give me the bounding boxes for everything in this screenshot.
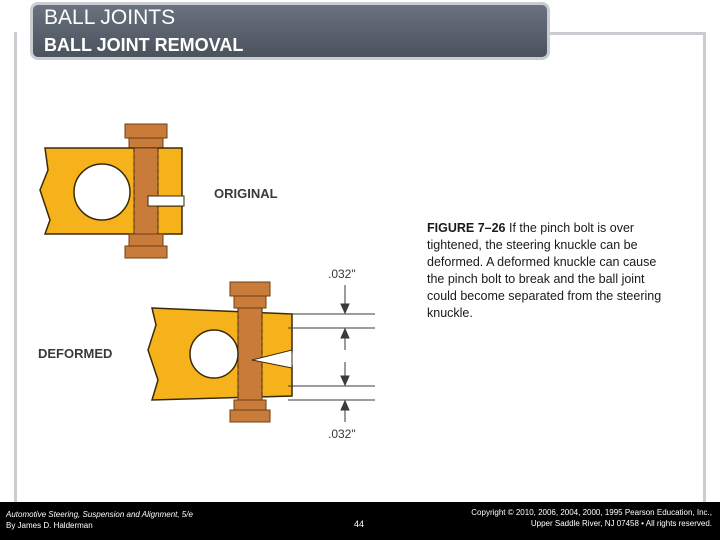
- copyright-line-1: Copyright © 2010, 2006, 2004, 2000, 1995…: [471, 508, 712, 517]
- caption-text: If the pinch bolt is over tightened, the…: [427, 221, 662, 320]
- footer-author: By James D. Halderman: [6, 521, 93, 530]
- footer-book-info: Automotive Steering, Suspension and Alig…: [6, 509, 193, 531]
- footer-copyright: Copyright © 2010, 2006, 2004, 2000, 1995…: [471, 507, 712, 529]
- label-original: ORIGINAL: [214, 186, 278, 201]
- frame-line-top: [550, 32, 706, 35]
- deformed-knuckle: [147, 281, 293, 423]
- frame-line-right: [703, 32, 706, 502]
- copyright-line-2: Upper Saddle River, NJ 07458 • All right…: [530, 519, 712, 528]
- page-number: 44: [354, 519, 365, 529]
- frame-line-left: [14, 32, 17, 502]
- label-deformed: DEFORMED: [38, 346, 112, 361]
- footer-bar: [0, 502, 720, 540]
- knuckle-figure: ORIGINAL DEFORMED .032" .032": [38, 123, 375, 441]
- caption-figure-number: FIGURE 7–26: [427, 221, 506, 235]
- title-bar: [30, 2, 550, 60]
- dimension-bottom: .032": [328, 427, 356, 441]
- dimension-markers: [288, 285, 375, 422]
- slide-title: BALL JOINTS: [44, 6, 176, 29]
- footer-book-title: Automotive Steering, Suspension and Alig…: [6, 510, 193, 519]
- slide-subtitle: BALL JOINT REMOVAL: [44, 35, 244, 55]
- dimension-top: .032": [328, 267, 356, 281]
- figure-caption: FIGURE 7–26 If the pinch bolt is over ti…: [427, 220, 677, 322]
- original-knuckle: [39, 123, 185, 259]
